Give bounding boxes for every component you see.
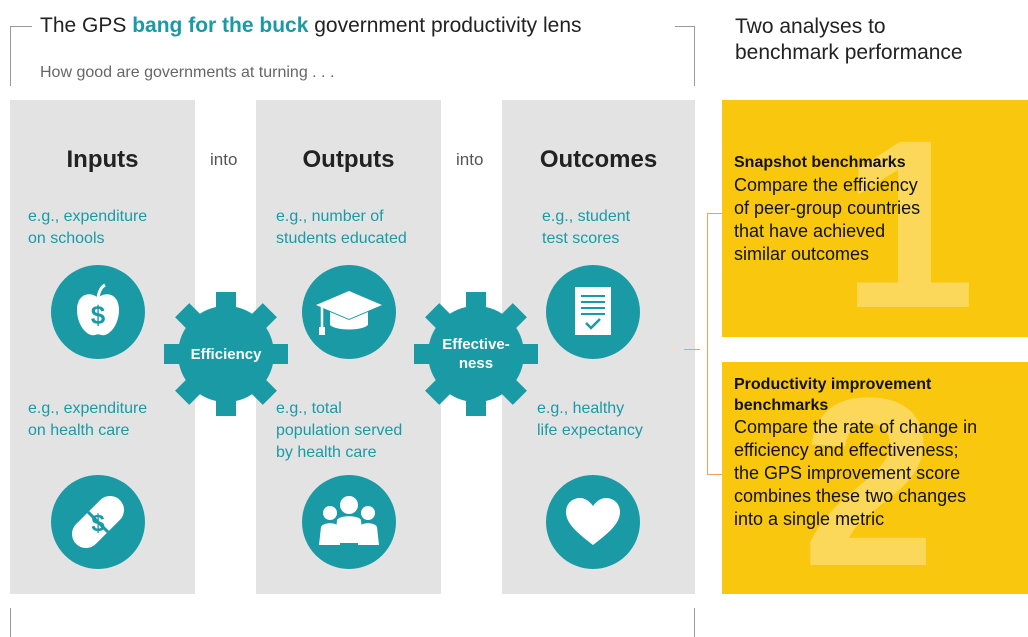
heart-icon (546, 475, 640, 569)
connector-vertical (707, 213, 708, 475)
into-label-1: into (210, 150, 238, 169)
connector-top (707, 213, 722, 214)
effectiveness-gear-icon (414, 292, 538, 416)
svg-text:$: $ (91, 300, 106, 330)
efficiency-gear-icon (164, 292, 288, 416)
bracket-bottom-left (10, 608, 11, 637)
effectiveness-gear-label: Effective-ness (442, 336, 510, 372)
bracket-top-left (10, 26, 32, 27)
connector-stem (684, 349, 700, 350)
bracket-top-right (675, 26, 694, 27)
outcomes-title: Outcomes (539, 146, 658, 173)
people-group-icon (302, 475, 396, 569)
apple-dollar-icon: $ (51, 265, 145, 359)
document-check-icon (546, 265, 640, 359)
snapshot-box: 1 Snapshot benchmarks Compare the effici… (722, 100, 1028, 337)
productivity-number: 2 (802, 362, 936, 594)
lens-title: The GPS bang for the buck government pro… (40, 14, 582, 37)
bracket-right (694, 26, 695, 86)
bracket-left (10, 26, 11, 86)
graduation-cap-icon (302, 265, 396, 359)
snapshot-title: Snapshot benchmarks (734, 154, 906, 171)
svg-text:$: $ (91, 510, 105, 537)
into-label-2: into (456, 150, 484, 169)
lens-title-highlight: bang for the buck (132, 14, 309, 37)
outputs-title: Outputs (302, 146, 395, 173)
bracket-bottom-right (694, 608, 695, 637)
efficiency-gear-label: Efficiency (190, 346, 262, 363)
snapshot-number: 1 (842, 100, 976, 337)
inputs-title: Inputs (66, 146, 139, 173)
pill-dollar-icon: $ (51, 475, 145, 569)
connector-bottom (707, 474, 722, 475)
lens-subtitle: How good are governments at turning . . … (40, 64, 335, 81)
